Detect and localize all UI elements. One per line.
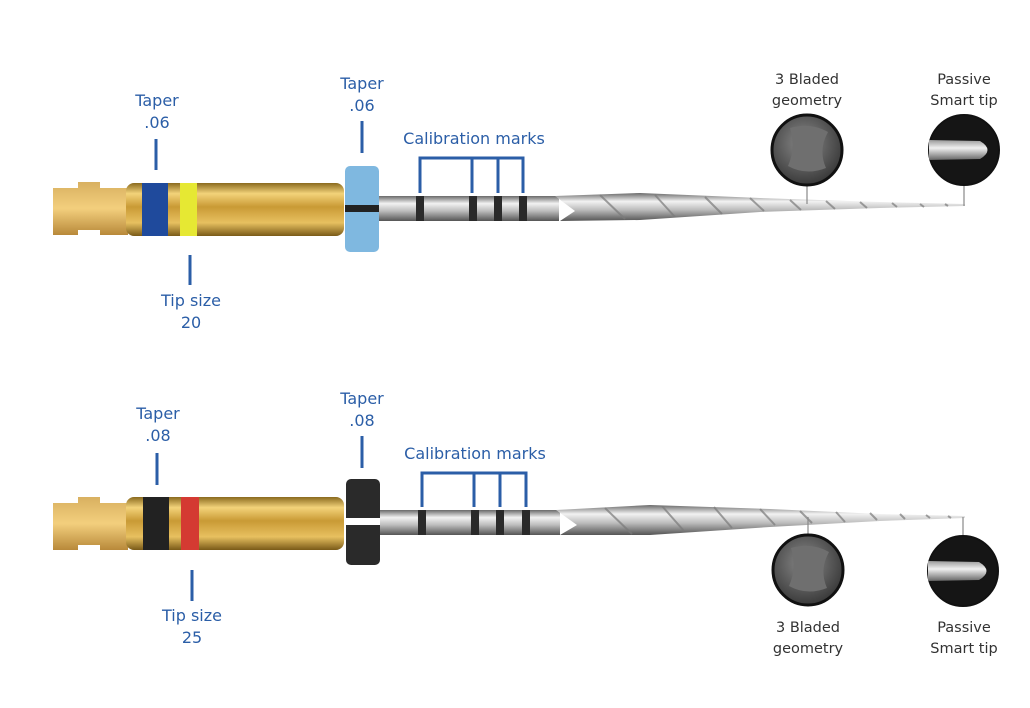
tip-size-title: Tip size [161,291,221,310]
smart-tip-icon [927,535,999,607]
calibration-band [469,196,477,221]
blade-cross-section-icon [770,113,844,187]
handle-taper-title: Taper [136,404,180,423]
shaft [380,510,560,535]
blade-cross-section-icon [771,533,845,607]
blade-geometry-label: 3 Bladed geometry [763,618,853,660]
blade-geometry-label: 3 Bladed geometry [762,70,852,112]
smart-tip-icon [928,114,1000,186]
calibration-marks-label: Calibration marks [403,129,545,148]
smart-tip-label: Passive Smart tip [919,70,1009,112]
smart-tip-line2: Smart tip [930,93,998,109]
stop-stripe [345,205,379,212]
tip-size-ring [180,183,197,236]
blade-geometry-line1: 3 Bladed [775,620,841,636]
tip-size-label: Tip size 25 [151,605,233,649]
calibration-bracket [418,156,525,193]
handle-taper-value: .08 [145,426,171,445]
calibration-band [494,196,502,221]
handle-taper-value: .06 [144,113,170,132]
file-blade [556,505,965,535]
smart-tip-line1: Passive [937,620,991,636]
handle-body [126,497,344,550]
calibration-bands [416,196,527,221]
tip-size-label: Tip size 20 [150,290,232,334]
stop-taper-value: .08 [349,411,375,430]
handle-taper-label: Taper .06 [126,90,188,134]
blade-geometry-line1: 3 Bladed [774,72,840,88]
calibration-band [522,510,530,535]
calibration-band [519,196,527,221]
blade-flutes [599,194,949,220]
calibration-bracket [420,471,528,507]
blade-geometry-line2: geometry [772,641,844,657]
instrument-1 [53,113,1000,285]
calibration-band [496,510,504,535]
calibration-marks-label: Calibration marks [404,444,546,463]
stop-stripe [346,518,380,525]
calibration-bands [418,510,530,535]
tip-size-title: Tip size [162,606,222,625]
handle-taper-label: Taper .08 [127,403,189,447]
stop-taper-label: Taper .06 [331,73,393,117]
stop-taper-label: Taper .08 [331,388,393,432]
latch-shank [53,182,128,235]
stop-taper-value: .06 [349,96,375,115]
calibration-band [471,510,479,535]
smart-tip-line1: Passive [937,72,991,88]
taper-ring [142,183,168,236]
blade-flutes [604,505,952,535]
smart-tip-line2: Smart tip [930,641,998,657]
calibration-band [416,196,424,221]
taper-ring [143,497,169,550]
stop-taper-title: Taper [340,74,384,93]
tip-size-value: 25 [181,628,203,647]
tip-size-ring [181,497,199,550]
smart-tip-label: Passive Smart tip [919,618,1009,660]
latch-shank [53,497,128,550]
calibration-band [418,510,426,535]
instrument-2 [53,436,999,607]
blade-geometry-line2: geometry [771,93,843,109]
handle-taper-title: Taper [135,91,179,110]
stop-taper-title: Taper [340,389,384,408]
tip-size-value: 20 [180,313,202,332]
